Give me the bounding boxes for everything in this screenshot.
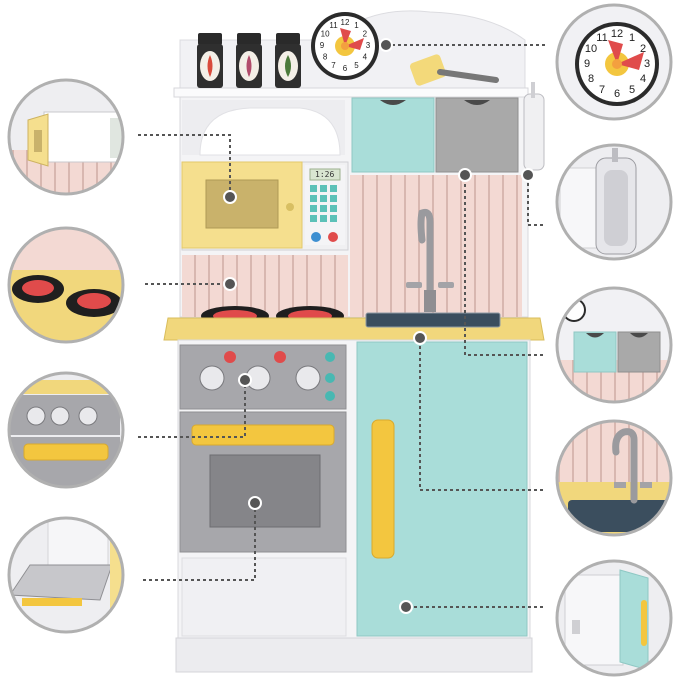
- callout-microwave-detail: [7, 78, 125, 196]
- wall-phone: [523, 82, 545, 171]
- callout-drawers-detail: [555, 286, 673, 404]
- clock-numeral: 10: [585, 43, 597, 55]
- mint-drawer: [351, 97, 435, 173]
- leader-lines: [138, 44, 545, 608]
- clock-numeral: 3: [366, 41, 371, 50]
- clock-numeral: 4: [640, 73, 646, 85]
- clock-numeral: 9: [320, 41, 325, 50]
- clock-numeral: 11: [596, 32, 607, 44]
- kitchen-base: [175, 637, 533, 673]
- clock-numeral: 3: [644, 58, 650, 70]
- grey-drawer: [435, 97, 519, 173]
- oven-knobs: [199, 351, 335, 401]
- microwave-display-text: 1:26: [315, 170, 334, 179]
- top-shelf: [173, 87, 529, 98]
- microwave-key: [320, 215, 327, 222]
- microwave-key: [330, 185, 337, 192]
- clock-numeral: 5: [354, 61, 359, 70]
- oven-door: [179, 411, 347, 553]
- clock-numeral: 9: [584, 58, 590, 70]
- microwave-key: [330, 205, 337, 212]
- microwave-key: [320, 185, 327, 192]
- lower-open-shelf: [181, 557, 347, 637]
- clock-numeral: 5: [629, 84, 635, 96]
- microwave-key: [330, 195, 337, 202]
- sink-basin: [365, 312, 501, 328]
- callout-stovetop-burners-detail: [7, 226, 125, 344]
- clock-numeral: 7: [331, 61, 336, 70]
- microwave-key: [310, 195, 317, 202]
- microwave-key: [330, 215, 337, 222]
- clock-numeral: 4: [363, 53, 368, 62]
- clock-numeral: 1: [354, 21, 359, 30]
- callout-phone-detail: [555, 143, 673, 261]
- spatula: [409, 54, 499, 86]
- microwave-key: [310, 215, 317, 222]
- microwave: 1:26: [181, 161, 349, 251]
- clock-numeral: 12: [341, 18, 350, 27]
- spice-jars: [197, 33, 301, 88]
- clock-numeral: 2: [363, 30, 368, 39]
- clock-numeral: 12: [611, 28, 623, 40]
- microwave-key: [310, 205, 317, 212]
- clock-numeral: 11: [329, 21, 338, 30]
- clock-numeral: 1: [629, 32, 635, 44]
- microwave-key: [310, 185, 317, 192]
- clock-numeral: 10: [321, 30, 330, 39]
- leader-dots: [223, 38, 535, 614]
- callout-fridge-door-detail: [555, 559, 673, 677]
- clock-numeral: 8: [323, 53, 328, 62]
- microwave-key: [320, 195, 327, 202]
- fridge-door: [356, 341, 528, 637]
- clock-numeral: 8: [588, 73, 594, 85]
- callout-sink-faucet-detail: [555, 419, 673, 537]
- clock-numeral: 6: [343, 64, 348, 73]
- microwave-key: [320, 205, 327, 212]
- clock-numeral: 6: [614, 88, 620, 100]
- clock-numeral: 2: [640, 43, 646, 55]
- callout-oven-knobs-detail: [7, 371, 125, 489]
- callout-oven-door-open-detail: [7, 516, 125, 634]
- clock-numeral: 7: [599, 84, 605, 96]
- sink-faucet: [406, 208, 454, 312]
